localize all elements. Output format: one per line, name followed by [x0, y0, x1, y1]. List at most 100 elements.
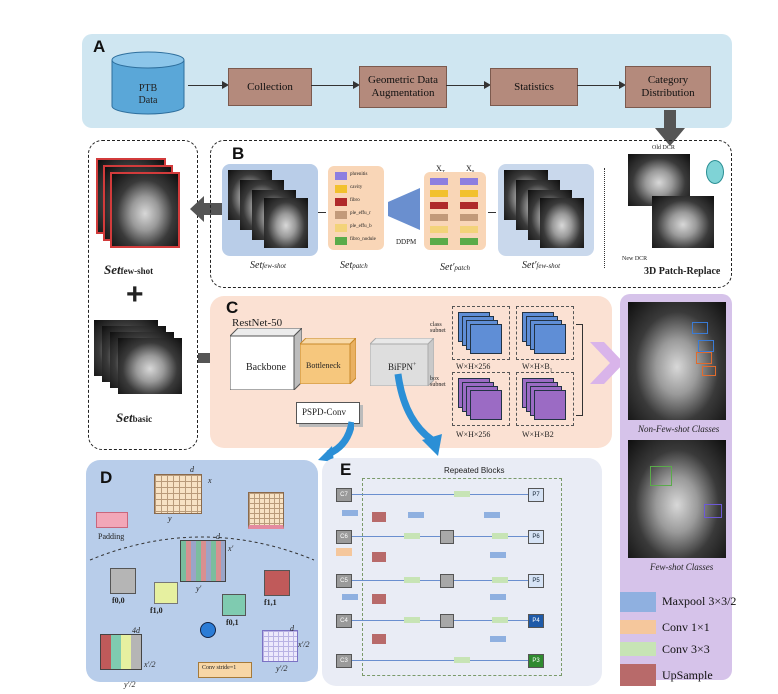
left-arrow-icon [190, 196, 224, 222]
patch-swatch [430, 202, 448, 209]
class-subnet-area [516, 306, 574, 360]
maxpool-bar [342, 510, 358, 516]
arrow [311, 85, 355, 86]
upsample-bar [372, 594, 386, 604]
dim-label: W×H×256 [456, 362, 491, 371]
class-subnet-label: class subnet [430, 322, 446, 334]
set-basic-label: Setbasic [116, 410, 153, 425]
subblock-f00 [110, 568, 136, 594]
xray-image [652, 196, 714, 248]
set-few-shot-b-label: Setfew-shot [250, 260, 286, 271]
patch-swatch [430, 226, 448, 233]
feature-map [534, 390, 566, 420]
node-c6: C6 [336, 530, 352, 544]
pspd-conv-label: PSPD-Conv [302, 407, 347, 417]
arrow [577, 85, 621, 86]
set-patch-prime-label: Set′patch [440, 262, 470, 273]
subblock-f10 [154, 582, 178, 604]
patch-swatch [460, 238, 478, 245]
conv-bar [492, 617, 508, 623]
dim-label: W×H×B2 [522, 430, 554, 439]
old-dcr-label: Old DCR [652, 145, 675, 151]
patch-swatch [335, 198, 347, 206]
conv-bar [454, 657, 470, 663]
backbone-box [230, 328, 302, 390]
bottleneck-box [300, 338, 356, 384]
bracket [576, 324, 583, 416]
patch-item: ple_effu_b [350, 224, 372, 229]
legend-swatch-conv3 [620, 642, 656, 656]
patch-swatch [335, 211, 347, 219]
legend-label-conv3: Conv 3×3 [662, 642, 710, 656]
box-subnet-area [516, 372, 574, 426]
node-p7: P7 [528, 488, 544, 502]
upsample-bar [372, 634, 386, 644]
legend-swatch-maxpool [620, 592, 656, 612]
maxpool-bar [490, 636, 506, 642]
patch-item: phrenitis [350, 172, 368, 177]
panel-b [210, 140, 732, 288]
detection-box [702, 366, 716, 376]
node-p3: P3 [528, 654, 544, 668]
step-collection: Collection [228, 68, 312, 106]
few-shot-label: Few-shot Classes [650, 562, 714, 572]
backbone-label: Backbone [246, 362, 286, 373]
patch-swatch [335, 185, 347, 193]
arrow [488, 212, 496, 213]
node-c5: C5 [336, 574, 352, 588]
database-label: PTB Data [138, 83, 158, 106]
maxpool-bar [342, 594, 358, 600]
patch-prime-set [424, 172, 486, 250]
dim-y-half-out: y′/2 [276, 664, 288, 673]
step-augmentation-label: Geometric Data Augmentation [368, 74, 438, 99]
dim-d1: d [290, 624, 294, 633]
ddpm-label: DDPM [396, 238, 417, 246]
step-statistics-label: Statistics [514, 80, 554, 93]
arrow [446, 85, 486, 86]
panel-d-letter: D [100, 468, 113, 487]
non-few-shot-label: Non-Few-shot Classes [638, 424, 720, 434]
conv-bar [492, 533, 508, 539]
arrow [188, 85, 224, 86]
patch-set [328, 166, 384, 250]
left-set-panel [88, 140, 198, 450]
arrow-head [484, 81, 491, 89]
legend-swatch-upsample [620, 664, 656, 686]
patch-swatch [430, 214, 448, 221]
f00-label: f0,0 [112, 596, 125, 605]
database-icon [111, 51, 185, 115]
panel-a-letter: A [93, 37, 106, 56]
patch-item: fibro_nodule [350, 237, 376, 242]
dim-x-half-out: x′/2 [298, 640, 310, 649]
step-collection-label: Collection [247, 80, 293, 93]
set-few-shot-label: Setfew-shot [104, 262, 154, 277]
panel-b-letter: B [232, 144, 245, 163]
node-c3: C3 [336, 654, 352, 668]
f01-label: f0,1 [226, 618, 239, 627]
upsample-bar [372, 512, 386, 522]
step-augmentation: Geometric Data Augmentation [359, 66, 447, 108]
step-category-label: Category Distribution [641, 74, 695, 99]
conv-stride-label: Conv stride=1 [202, 665, 237, 671]
arrow [318, 212, 326, 213]
output-cube [262, 630, 298, 662]
dim-x: x [208, 476, 212, 485]
f10-label: f1,0 [150, 606, 163, 615]
step-category-distribution: Category Distribution [625, 66, 711, 108]
class-subnet-area [452, 306, 510, 360]
conv-bar [404, 533, 420, 539]
dim-d: d [190, 465, 194, 474]
process-node [440, 614, 454, 628]
detection-box [692, 322, 708, 334]
node-p4: P4 [528, 614, 544, 628]
patch-swatch [460, 226, 478, 233]
patch-item: ple_effu_r [350, 211, 371, 216]
legend-label-upsample: UpSample [662, 668, 713, 682]
divider [604, 168, 605, 268]
f11-label: f1,1 [264, 598, 277, 607]
maxpool-bar [490, 552, 506, 558]
dim-4d: 4d [132, 626, 140, 635]
backbone-title: RestNet-50 [232, 317, 283, 329]
upsample-bar [372, 552, 386, 562]
dim-y-half: y′/2 [124, 680, 136, 689]
